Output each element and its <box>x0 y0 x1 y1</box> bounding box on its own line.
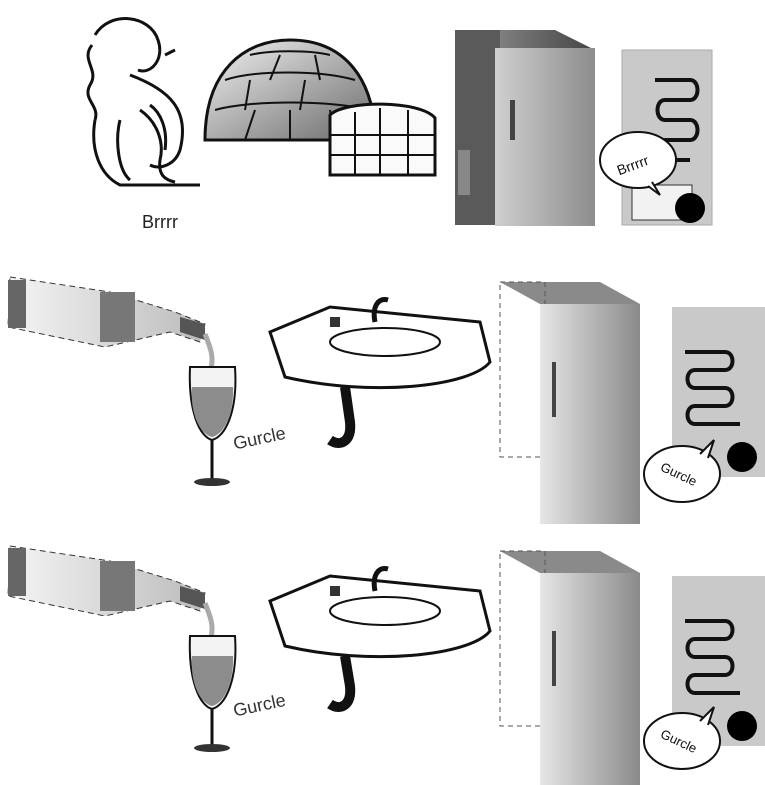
wine-glass-icon <box>190 636 236 752</box>
row3-illustration: Gurcle Gurcle <box>0 526 765 785</box>
refrigerator-icon-row3 <box>500 551 640 785</box>
row1-illustration: Brrrr Brrrrr <box>0 0 765 260</box>
caption-sink-row2: Gurcle <box>231 423 287 454</box>
wine-bottle-icon <box>8 277 212 372</box>
wine-bottle-icon <box>8 546 212 641</box>
row-gurgle-comparison-1: Gurcle Gurcle <box>0 262 765 524</box>
speech-bubble-row2: Gurcle <box>644 440 720 502</box>
refrigerator-icon-row2 <box>500 282 640 524</box>
caption-sink-row3: Gurcle <box>231 690 287 721</box>
sink-icon <box>270 568 490 707</box>
refrigerator-icon <box>455 30 595 226</box>
row2-illustration: Gurcle Gurcle <box>0 262 765 524</box>
sink-icon <box>270 299 490 443</box>
shivering-person-icon <box>88 19 200 185</box>
speech-bubble-row3: Gurcle <box>644 707 720 769</box>
caption-person: Brrrr <box>142 212 178 232</box>
row-gurgle-comparison-2: Gurcle Gurcle <box>0 526 765 785</box>
wine-glass-icon <box>190 367 236 486</box>
igloo-icon <box>205 40 435 175</box>
row-cold-comparison: Brrrr Brrrrr <box>0 0 765 260</box>
